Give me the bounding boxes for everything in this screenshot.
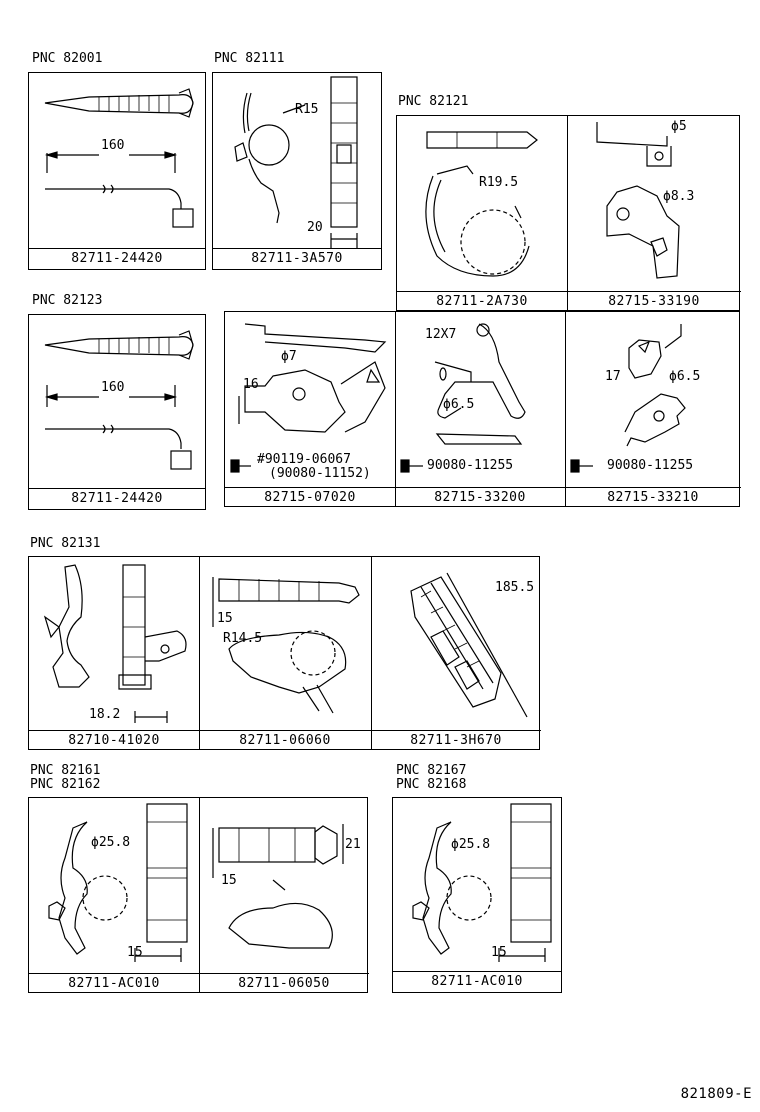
part-number-82710-41020: 82710-41020 <box>29 730 199 751</box>
pnc-label-82167: PNC 82167 <box>396 763 467 778</box>
height-16-label: 16 <box>243 377 259 392</box>
round-clamp-drawing <box>48 803 188 962</box>
cell-82710-41020: 18.2 82710-41020 <box>29 557 199 751</box>
clamp-3H670-drawing <box>410 572 528 718</box>
bolt-icon <box>570 459 593 473</box>
part-number-82715-33190: 82715-33190 <box>567 291 741 312</box>
part-box-82131: 18.2 82710-41020 15 R14.5 82711-06060 18… <box>28 556 541 751</box>
part-number-82711-24420-b: 82711-24420 <box>29 488 205 509</box>
part-number-82711-2A730: 82711-2A730 <box>397 291 567 312</box>
bolt-number-1: #90119-06067 <box>257 452 351 467</box>
part-number-82715-33210: 82715-33210 <box>565 487 741 508</box>
clamp-41020-drawing <box>43 564 187 723</box>
part-number-82711-AC010-a: 82711-AC010 <box>29 973 199 994</box>
cell-82711-3H670: 185.5 82711-3H670 <box>371 557 541 751</box>
radius-label: R15 <box>295 102 319 117</box>
width-15-label: 15 <box>127 945 143 960</box>
bracket-33210-drawing <box>624 324 686 447</box>
part-number-82711-3H670: 82711-3H670 <box>371 730 541 751</box>
bracket-07020-drawing <box>238 323 387 433</box>
part-box-82123: 160 82711-24420 <box>28 314 206 510</box>
radius-14-5-label: R14.5 <box>223 631 263 646</box>
part-box-82167: ϕ25.8 15 82711-AC010 <box>392 797 562 993</box>
diameter-25-8-label: ϕ25.8 <box>91 835 131 850</box>
cable-tie-drawing <box>44 88 194 228</box>
length-185-5-label: 185.5 <box>495 580 535 595</box>
pnc-label-82168: PNC 82168 <box>396 777 467 792</box>
radius-label: R19.5 <box>479 175 519 190</box>
bolt-number: 90080-11255 <box>427 458 514 473</box>
width-15-label: 15 <box>491 945 507 960</box>
cell-82711-06060: 15 R14.5 82711-06060 <box>199 557 371 751</box>
bolt-icon <box>230 459 251 473</box>
part-box-82001: 160 82711-24420 <box>28 72 206 270</box>
diameter-25-8-label: ϕ25.8 <box>451 837 491 852</box>
bolt-icon <box>400 459 423 473</box>
pnc-label-82001: PNC 82001 <box>32 51 103 66</box>
length-dimension-label: 160 <box>101 138 125 153</box>
cell-82715-07020: ϕ7 16 #90119-06067 (90080-11152) 82715-0… <box>225 312 395 508</box>
hole-7-label: ϕ7 <box>281 349 297 364</box>
height-15-label: 15 <box>217 611 233 626</box>
part-number-82711-06060: 82711-06060 <box>199 730 371 751</box>
hole-6-5-label: ϕ6.5 <box>443 397 475 412</box>
wide-clamp-drawing <box>425 131 538 277</box>
width-17-label: 17 <box>605 369 621 384</box>
width-15-label: 15 <box>221 873 237 888</box>
part-number-82711-3A570: 82711-3A570 <box>213 248 381 269</box>
part-box-82121: R19.5 82711-2A730 ϕ5 ϕ8.3 82715-33190 <box>396 115 741 312</box>
round-clamp-drawing <box>412 803 552 962</box>
part-number-82711-AC010-b: 82711-AC010 <box>393 971 561 992</box>
length-dimension-label: 160 <box>101 380 125 395</box>
height-21-label: 21 <box>345 837 361 852</box>
part-box-82111: R15 20 82711-3A570 <box>212 72 382 270</box>
pnc-label-82123: PNC 82123 <box>32 293 103 308</box>
pnc-label-82121: PNC 82121 <box>398 94 469 109</box>
hole-5-label: ϕ5 <box>671 119 687 134</box>
part-number-82711-24420-a: 82711-24420 <box>29 248 205 269</box>
part-box-82161: ϕ25.8 15 82711-AC010 21 15 82711-06050 <box>28 797 369 994</box>
width-dimension-label: 20 <box>307 220 323 235</box>
bracket-box-row: ϕ7 16 #90119-06067 (90080-11152) 82715-0… <box>224 311 741 508</box>
hole-6-5-label: ϕ6.5 <box>669 369 701 384</box>
cell-82715-33200: 12X7 ϕ6.5 90080-11255 82715-33200 <box>395 312 565 508</box>
part-number-82715-33200: 82715-33200 <box>395 487 565 508</box>
width-18-2-label: 18.2 <box>89 707 121 722</box>
cell-82711-AC010-a: ϕ25.8 15 82711-AC010 <box>29 798 199 994</box>
cable-tie-drawing <box>44 330 194 470</box>
cell-82715-33210: 17 ϕ6.5 90080-11255 82715-33210 <box>565 312 741 508</box>
pnc-label-82161: PNC 82161 <box>30 763 101 778</box>
pnc-label-82111: PNC 82111 <box>214 51 285 66</box>
diagram-code: 821809-E <box>680 1086 752 1102</box>
cell-82715-33190: ϕ5 ϕ8.3 82715-33190 <box>567 116 741 312</box>
cell-82711-2A730: R19.5 82711-2A730 <box>397 116 567 312</box>
hole-8-3-label: ϕ8.3 <box>663 189 695 204</box>
clamp-06060-drawing <box>212 577 360 714</box>
cell-82711-06050: 21 15 82711-06050 <box>199 798 369 994</box>
bolt-number: 90080-11255 <box>607 458 694 473</box>
part-number-82715-07020: 82715-07020 <box>225 487 395 508</box>
clamp-06050-drawing <box>212 824 344 949</box>
part-number-82711-06050: 82711-06050 <box>199 973 369 994</box>
bracket-drawing <box>596 122 680 279</box>
bolt-number-2: (90080-11152) <box>269 466 371 481</box>
pnc-label-82131: PNC 82131 <box>30 536 101 551</box>
slot-12x7-label: 12X7 <box>425 327 457 342</box>
pnc-label-82162: PNC 82162 <box>30 777 101 792</box>
bracket-33200-drawing <box>434 323 526 445</box>
harness-clamp-drawing <box>234 76 358 249</box>
